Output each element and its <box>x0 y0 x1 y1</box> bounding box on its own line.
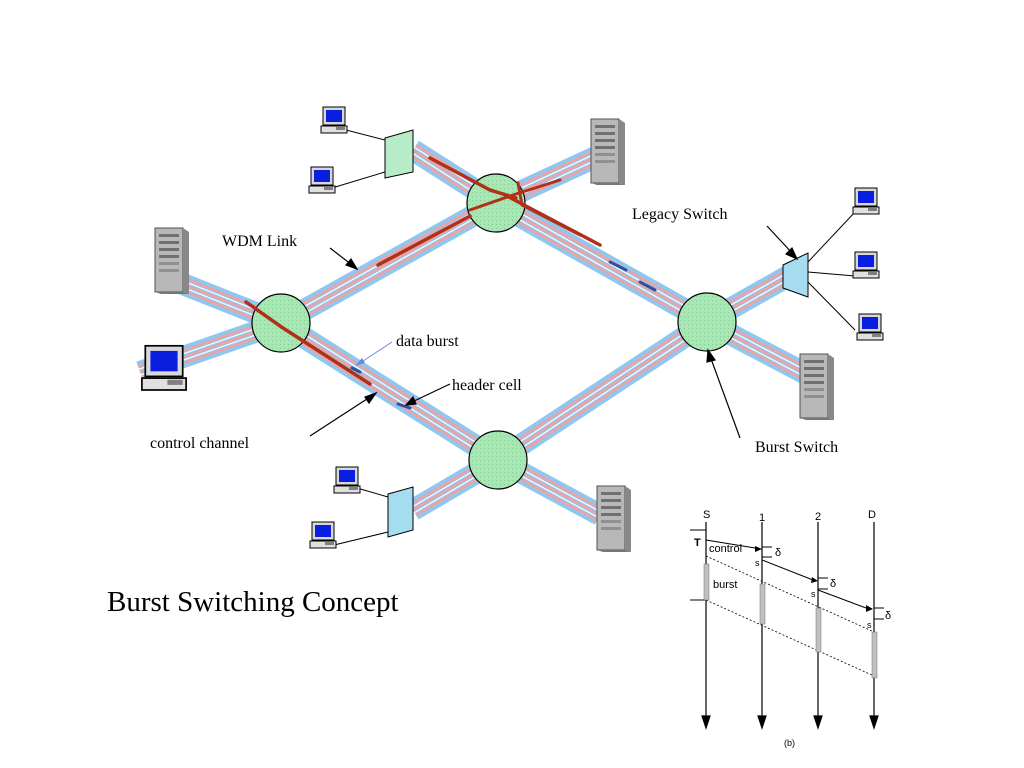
server-icon <box>590 118 626 186</box>
setup-label: s <box>755 558 760 568</box>
workstation-icon <box>309 521 337 549</box>
data-burst <box>468 178 562 212</box>
header-cell <box>638 280 657 292</box>
setup-label: s <box>811 589 816 599</box>
burst-switch-node <box>677 292 737 352</box>
delta-label: δ <box>775 547 781 559</box>
server-icon <box>799 353 835 421</box>
control-channel-label: control channel <box>150 435 250 452</box>
server-icon <box>596 485 632 553</box>
delta-label: δ <box>830 578 836 590</box>
timing-node-label: S <box>703 509 710 521</box>
timing-caption: (b) <box>784 738 795 748</box>
data-burst-arrow <box>355 341 393 366</box>
header-cell <box>350 366 362 374</box>
workstation-icon <box>852 251 880 279</box>
timing-t-label: T <box>694 537 701 549</box>
wdm-link <box>491 312 714 470</box>
header-cell-label: header cell <box>452 377 522 394</box>
server-icon <box>154 227 190 295</box>
annotation-arrows <box>309 225 799 439</box>
wdm-link-label: WDM Link <box>222 233 297 250</box>
header-cell <box>396 402 412 410</box>
delta-label: δ <box>885 610 891 622</box>
burst-signal-label: burst <box>713 579 737 591</box>
timing-diagram: S 1 2 D T control burst δ δ δ s <box>690 509 891 748</box>
data-bursts <box>244 156 657 410</box>
workstation-icon <box>333 466 361 494</box>
slide-title: Burst Switching Concept <box>107 586 399 618</box>
legacy-switch <box>384 129 414 179</box>
timing-node-label: 1 <box>759 512 765 524</box>
setup-label: s <box>867 620 872 630</box>
burst-switch-node <box>468 430 528 490</box>
data-burst <box>244 300 372 386</box>
access-lines <box>329 129 856 547</box>
burst-switch-label: Burst Switch <box>755 439 838 456</box>
control-signal-label: control <box>709 543 742 555</box>
workstation-icon <box>320 106 348 134</box>
wdm-link <box>490 193 713 332</box>
workstation-icon <box>308 166 336 194</box>
burst-switch-node <box>251 293 311 353</box>
data-burst-label: data burst <box>396 333 459 350</box>
data-burst <box>376 214 472 267</box>
legacy-switch <box>387 486 414 538</box>
workstation-icon <box>852 187 880 215</box>
legacy-switch <box>782 252 809 298</box>
data-burst <box>516 181 582 237</box>
burst-switch-node <box>466 173 526 233</box>
timing-node-label: 2 <box>815 511 821 523</box>
large-workstation-icon <box>141 344 187 391</box>
header-cell <box>608 260 628 272</box>
timing-node-label: D <box>868 509 876 521</box>
legacy-switch-label: Legacy Switch <box>632 206 728 223</box>
workstation-icon <box>856 313 884 341</box>
